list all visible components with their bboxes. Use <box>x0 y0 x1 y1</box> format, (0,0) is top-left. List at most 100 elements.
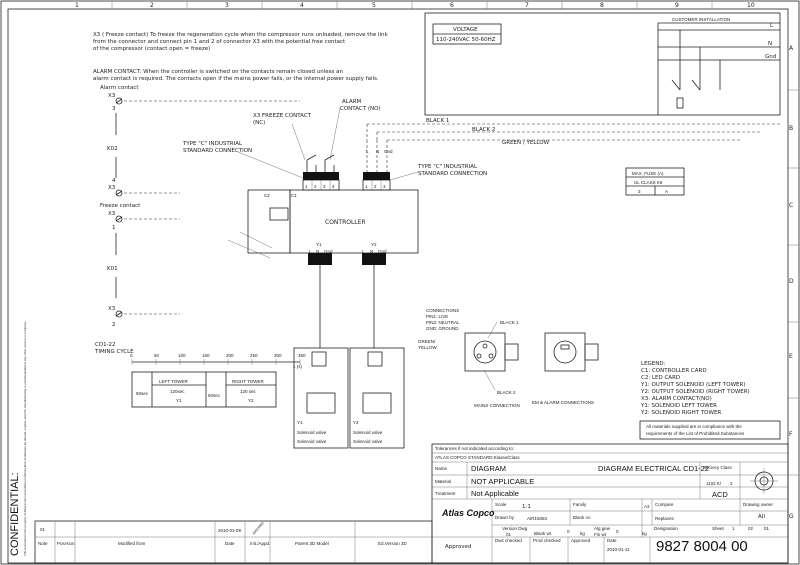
owner-value: AII <box>758 514 765 520</box>
black2-label: BLACK 2 <box>472 127 495 133</box>
note-label: Note <box>38 541 48 546</box>
nc-label: (NC) <box>253 120 265 126</box>
svg-text:L: L <box>362 249 365 254</box>
gnd-label: Gnd <box>765 54 776 60</box>
c1-label: C1 <box>291 193 297 198</box>
l-label: L <box>366 149 369 154</box>
fin-wt-label: Fin wt <box>594 532 607 537</box>
drawn-by-value: AIR15083 <box>527 516 548 521</box>
legend-item: C2: LED CARD <box>641 375 680 381</box>
svg-text:N: N <box>370 249 373 254</box>
unit-label: 1 (s) <box>293 364 303 369</box>
n-label: N <box>376 149 379 154</box>
legend-item: C1: CONTROLLER CARD <box>641 368 707 374</box>
svg-text:Gnd: Gnd <box>378 249 387 254</box>
ed-label: Ed.Version 3D <box>378 541 408 546</box>
tolerances-label: Tolerances if not indicated according to… <box>435 446 514 451</box>
timing-tick-label: 300 <box>274 353 282 358</box>
compare-label: Compare <box>655 502 674 507</box>
document-number: 9827 8004 00 <box>656 538 748 555</box>
revision-initials: AIR15083 <box>252 521 265 536</box>
legend-title: LEGEND: <box>641 361 666 367</box>
solenoid-valves: Y1 Solenoid valve Solenoid valve Y2 Sole… <box>293 347 405 449</box>
col-label: 10 <box>747 2 755 9</box>
max-fuse-label: MAX. FUSE (A) <box>632 171 664 176</box>
fin-wt-value: 0 <box>616 529 619 534</box>
sheet-of: 02 <box>748 526 754 531</box>
blank-no-label: Blank no <box>573 515 591 520</box>
voltage-value: 110-240VAC 50-60HZ <box>436 37 496 43</box>
alarm-label: ALARM <box>342 99 362 105</box>
alarm-note: ALARM CONTACT: When the controller is sw… <box>93 69 379 82</box>
confidential-small: This document is the property of Atlas C… <box>23 321 27 556</box>
timing-tick-label: 250 <box>250 353 258 358</box>
name-label: Name <box>435 466 448 471</box>
family-label: Family <box>573 502 587 507</box>
black1-label: BLACK 1 <box>426 118 449 124</box>
legend-item: Y1: SOLENOID LEFT TOWER <box>640 403 717 409</box>
fuse-value: 3 <box>638 189 641 194</box>
legend-item: Y2: OUTPUT SOLENOID (RIGHT TOWER) <box>640 389 750 395</box>
standard-label: ATLAS COPCO STANDARD:Klasse/Class <box>435 455 520 460</box>
svg-text:2: 2 <box>374 184 377 189</box>
n-label: N <box>768 41 772 47</box>
black2-label: BLACK 2 <box>497 390 516 395</box>
y2-label: Y2 <box>353 420 359 425</box>
legend-item: X3: ALARM CONTACT(NO) <box>641 396 712 402</box>
solenoid-label: Solenoid valve <box>297 439 327 444</box>
solenoid-label: Solenoid valve <box>353 439 383 444</box>
customer-install-label: CUSTOMER INSTALLATION <box>672 17 730 22</box>
kg-label: kg <box>580 531 585 536</box>
timing-label: TIMING CYCLE <box>94 349 134 355</box>
y1-label: Y1 <box>297 420 303 425</box>
freeze-contact-label: Freeze contact <box>100 203 141 209</box>
date-label: Date <box>607 538 617 543</box>
x3-label: X3 <box>108 93 116 99</box>
contact-no-label: CONTACT (NO) <box>340 106 381 112</box>
replaces-label: Replaces <box>655 516 675 521</box>
revision-block: 01 2010-03-09 AIR15083 Note Posi-tion Mo… <box>34 520 433 564</box>
date-value: 2010-01-11 <box>607 547 630 552</box>
x3-label: X3 <box>108 185 116 191</box>
approved-label: Approved <box>571 538 591 543</box>
timing-tick-label: 150 <box>202 353 210 358</box>
col-label: 4 <box>300 2 304 9</box>
mains-connection-label: MAINS CONNECTION <box>474 403 520 408</box>
legend-item: Y1: OUTPUT SOLENOID (LEFT TOWER) <box>640 382 745 388</box>
svg-text:Gnd: Gnd <box>324 249 333 254</box>
revision-date: 2010-03-09 <box>218 528 242 533</box>
supply-area: VOLTAGE 110-240VAC 50-60HZ CUSTOMER INST… <box>366 12 781 196</box>
row-labels: A B C D E F G <box>789 45 794 520</box>
svg-text:1: 1 <box>365 184 368 189</box>
drawing-owner-label: Drawing owner <box>743 502 774 507</box>
designation-label: Designation <box>654 526 678 531</box>
col-label: 3 <box>225 2 229 9</box>
atlas-copco-logo: Atlas Copco <box>441 508 495 518</box>
left-tower-label: LEFT TOWER <box>159 379 189 384</box>
x3-label: X3 <box>108 211 116 217</box>
x3-label: X3 <box>108 306 116 312</box>
secrecy-num: 2 <box>730 481 733 486</box>
connections-label: CONNECTIONS <box>426 308 459 313</box>
col-label: 5 <box>372 2 376 9</box>
timing-tick-label: 100 <box>178 353 186 358</box>
version-dwg-value: 01 <box>506 532 512 537</box>
svg-text:1: 1 <box>305 184 308 189</box>
std-conn-label: STANDARD CONNECTION <box>418 171 487 177</box>
black1-label: BLACK 1 <box>500 320 519 325</box>
pin-label: 4 <box>112 178 116 184</box>
svg-text:N: N <box>316 249 319 254</box>
gnd-ground-label: GND: GROUND <box>426 326 459 331</box>
notes: X3 ( Freeze contact) To freeze the regen… <box>93 32 389 82</box>
compliance-box <box>639 420 781 440</box>
type-c-label: TYPE "C" INDUSTRIAL <box>417 164 478 170</box>
pin-label: 2 <box>112 322 116 328</box>
col-label: 2 <box>150 2 154 9</box>
inner-frame <box>7 8 789 564</box>
sec-label: 120 sec <box>240 389 257 394</box>
position-label: Posi-tion <box>57 541 75 546</box>
